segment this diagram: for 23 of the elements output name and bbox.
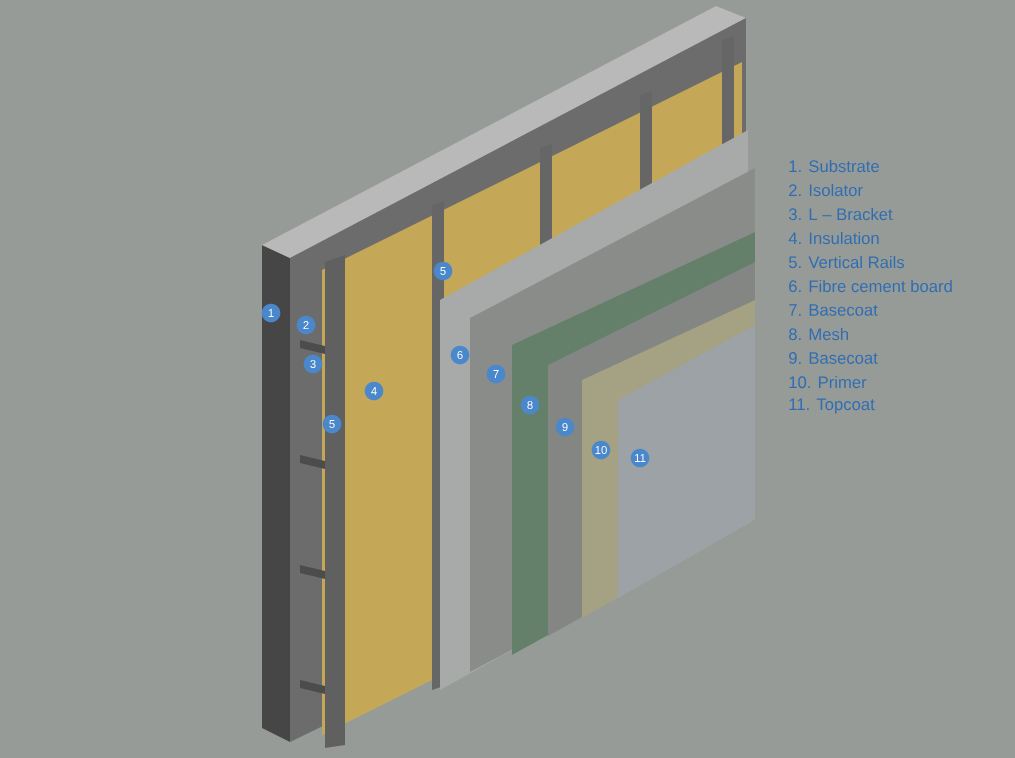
list-item: 2. Isolator <box>789 183 863 197</box>
list-item: 11. Topcoat <box>789 398 875 414</box>
callout-number: 1 <box>261 303 281 323</box>
list-item: 3. L – Bracket <box>788 207 893 221</box>
callout-number: 5 <box>322 414 342 434</box>
list-item: 10. Primer <box>789 375 867 389</box>
list-item: 8. Mesh <box>789 327 848 341</box>
callout-number: 10 <box>591 440 611 460</box>
callout-number: 11 <box>630 448 650 468</box>
callout-number: 9 <box>555 417 575 437</box>
callout-number: 6 <box>450 345 470 365</box>
list-item: 6. Fibre cement board <box>789 279 952 293</box>
list-item: 4. Insulation <box>788 231 879 245</box>
list-item: 7. Basecoat <box>789 304 878 316</box>
list-item: 5. Vertical Rails <box>788 255 905 269</box>
list-item: 9. Basecoat <box>789 352 878 364</box>
list-item: 1. Substrate <box>789 159 879 173</box>
callout-number: 4 <box>364 381 384 401</box>
callout-number: 8 <box>520 395 540 415</box>
callout-number: 3 <box>303 354 323 374</box>
callout-number: 2 <box>296 315 316 335</box>
callout-number: 7 <box>486 364 506 384</box>
callout-number: 5 <box>433 261 453 281</box>
